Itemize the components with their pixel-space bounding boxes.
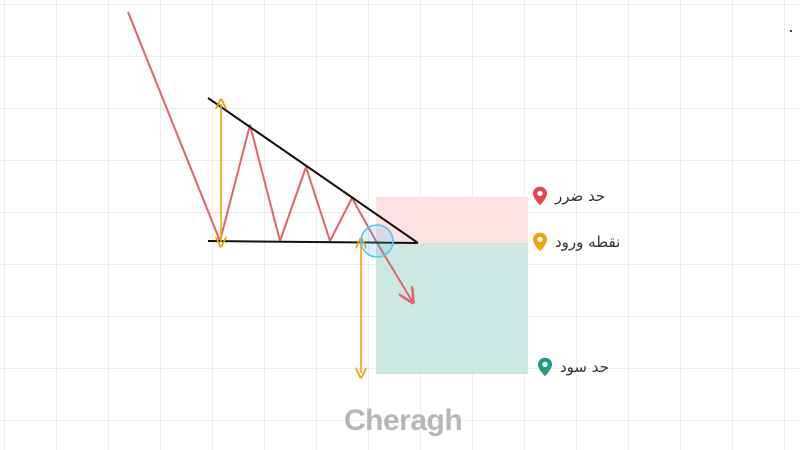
entry-point-label: نقطه ورود	[532, 232, 620, 252]
cheragh-logo: Cheragh	[344, 404, 463, 437]
price-zigzag-line	[127, 11, 412, 301]
horizontal-support-line	[207, 240, 419, 244]
descending-resistance-line	[207, 97, 419, 244]
map-pin-icon	[533, 232, 547, 252]
stop-loss-zone	[376, 197, 528, 243]
take-profit-label: حد سود	[537, 357, 609, 377]
stop-loss-text: حد ضرر	[555, 187, 606, 205]
entry-point-circle	[360, 224, 394, 258]
take-profit-zone	[376, 243, 528, 374]
map-pin-icon	[538, 357, 552, 377]
corner-dot	[790, 30, 792, 32]
stop-loss-label: حد ضرر	[532, 186, 605, 206]
take-profit-text: حد سود	[560, 358, 609, 376]
map-pin-icon	[533, 186, 547, 206]
entry-point-text: نقطه ورود	[555, 233, 621, 251]
